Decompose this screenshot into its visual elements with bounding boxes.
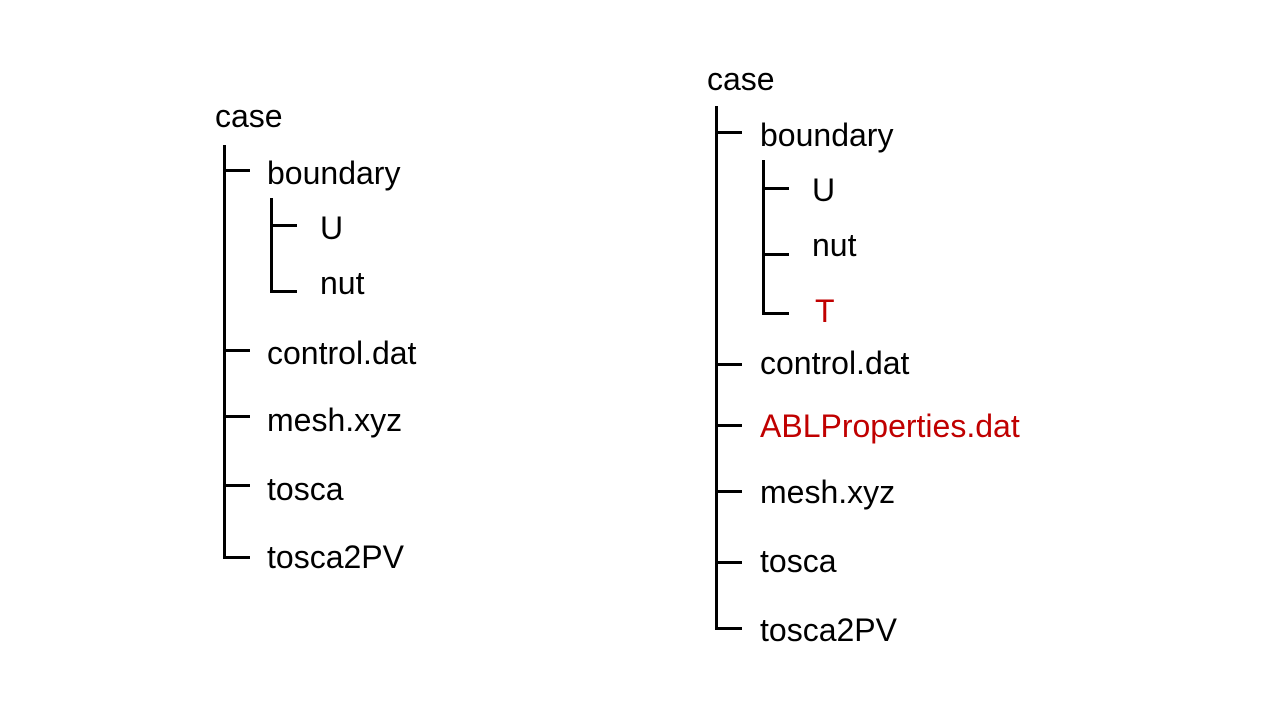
right-tree-branch-abl <box>715 424 742 427</box>
right-tree-branch-tosca2pv <box>715 627 742 630</box>
right-tree-branch-tosca <box>715 561 742 564</box>
right-tree-branch-boundary <box>715 131 742 134</box>
right-tree-boundary-trunk <box>762 160 765 315</box>
right-tree-branch-control <box>715 363 742 366</box>
left-tree-u-label: U <box>320 210 344 246</box>
left-tree-boundary-trunk <box>270 198 273 293</box>
right-tree-control-label: control.dat <box>760 345 910 381</box>
left-tree-branch-tosca <box>223 484 250 487</box>
right-tree-boundary-label: boundary <box>760 117 894 153</box>
right-tree-branch-t <box>762 312 789 315</box>
left-tree-branch-control <box>223 349 250 352</box>
right-tree-root-label: case <box>707 61 775 97</box>
right-tree-branch-u <box>762 187 789 190</box>
right-tree-t-label: T <box>815 293 835 329</box>
left-tree-branch-boundary <box>223 169 250 172</box>
right-tree-u-label: U <box>812 172 836 208</box>
left-tree-branch-nut <box>270 290 297 293</box>
left-tree-nut-label: nut <box>320 265 365 301</box>
left-tree-branch-mesh <box>223 415 250 418</box>
left-tree-boundary-label: boundary <box>267 155 401 191</box>
left-tree-mesh-label: mesh.xyz <box>267 402 403 438</box>
left-tree-tosca-label: tosca <box>267 471 344 507</box>
right-tree-branch-mesh <box>715 490 742 493</box>
right-tree-branch-nut <box>762 253 789 256</box>
right-tree-tosca-label: tosca <box>760 543 837 579</box>
right-tree-abl-properties-label: ABLProperties.dat <box>760 408 1020 444</box>
right-tree-main-trunk <box>715 106 718 630</box>
left-tree-branch-u <box>270 224 297 227</box>
left-tree-control-label: control.dat <box>267 335 417 371</box>
right-tree-tosca2pv-label: tosca2PV <box>760 612 897 648</box>
left-tree-main-trunk <box>223 145 226 559</box>
right-tree-nut-label: nut <box>812 227 857 263</box>
right-tree-mesh-label: mesh.xyz <box>760 474 896 510</box>
left-tree-tosca2pv-label: tosca2PV <box>267 539 404 575</box>
left-tree-branch-tosca2pv <box>223 556 250 559</box>
left-tree-root-label: case <box>215 98 283 134</box>
